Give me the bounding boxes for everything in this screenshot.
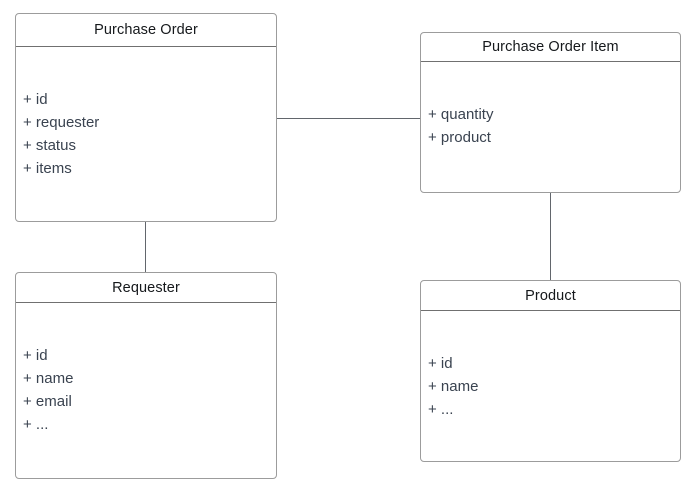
class-box-requester[interactable]: Requester + id + name + email + ... [15, 272, 277, 479]
class-attribute: + items [23, 160, 72, 177]
class-attribute: + status [23, 137, 76, 154]
class-attribute: + requester [23, 114, 100, 131]
class-title: Requester [112, 279, 180, 296]
class-title: Purchase Order [94, 22, 198, 38]
class-attribute: + product [428, 129, 491, 146]
class-title: Purchase Order Item [482, 39, 619, 55]
attribute-list: + id + name + ... [421, 311, 680, 421]
class-header: Requester [16, 273, 276, 303]
class-header: Product [421, 281, 680, 311]
class-header: Purchase Order Item [421, 33, 680, 62]
class-box-purchase-order-item[interactable]: Purchase Order Item + quantity + product [420, 32, 681, 193]
class-attribute: + quantity [428, 106, 494, 123]
class-attribute: + id [428, 355, 453, 372]
attribute-list: + quantity + product [421, 62, 680, 149]
class-attribute: + ... [23, 416, 49, 433]
class-box-purchase-order[interactable]: Purchase Order + id + requester + status… [15, 13, 277, 222]
connector-purchase-order-to-purchase-order-item[interactable] [277, 118, 420, 119]
attribute-list: + id + name + email + ... [16, 303, 276, 436]
class-header: Purchase Order [16, 14, 276, 47]
attribute-list: + id + requester + status + items [16, 47, 276, 180]
class-attribute: + id [23, 347, 48, 364]
class-attribute: + email [23, 393, 72, 410]
connector-purchase-order-item-to-product[interactable] [550, 193, 551, 280]
class-attribute: + id [23, 91, 48, 108]
class-title: Product [525, 287, 576, 304]
connector-purchase-order-to-requester[interactable] [145, 222, 146, 272]
class-attribute: + ... [428, 401, 454, 418]
class-attribute: + name [428, 378, 479, 395]
class-box-product[interactable]: Product + id + name + ... [420, 280, 681, 462]
class-attribute: + name [23, 370, 74, 387]
